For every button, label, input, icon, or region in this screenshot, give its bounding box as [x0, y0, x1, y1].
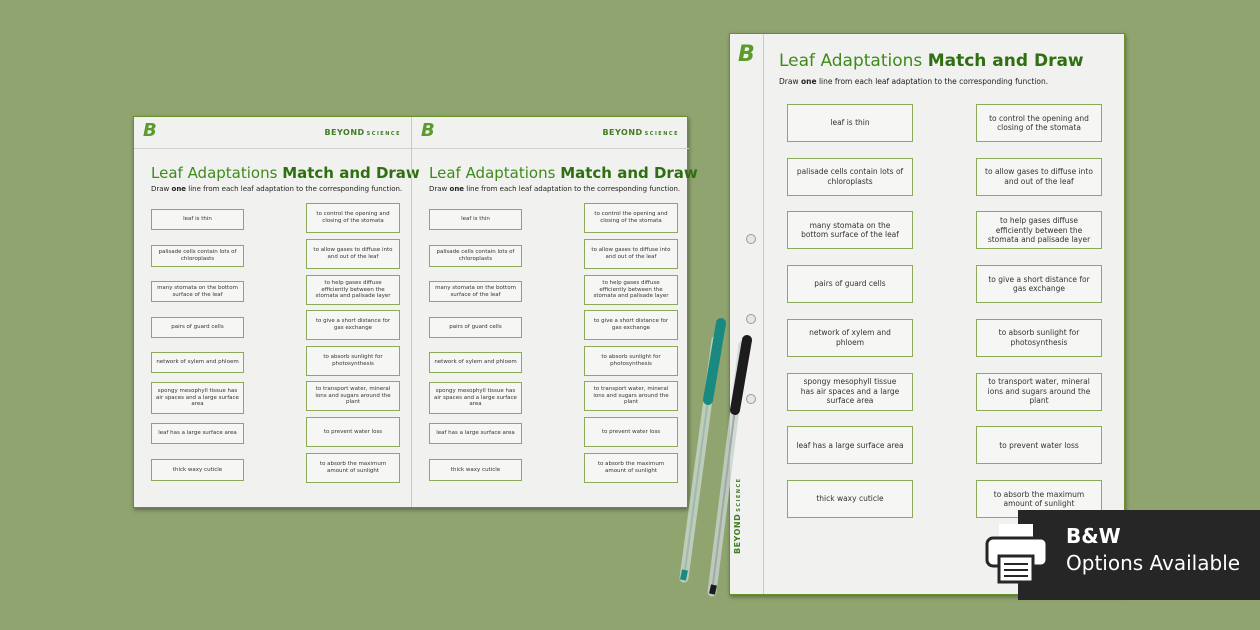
adaptation-box: leaf has a large surface area — [429, 423, 522, 444]
title-bold: Match and Draw — [560, 164, 698, 182]
function-box: to allow gases to diffuse into and out o… — [584, 239, 678, 269]
instruction-text: line from each leaf adaptation to the co… — [186, 185, 403, 193]
instruction-text: Draw — [779, 77, 801, 86]
adaptation-box: thick waxy cuticle — [429, 459, 522, 481]
logo-icon: B — [738, 42, 755, 67]
function-box: to give a short distance for gas exchang… — [584, 310, 678, 340]
adaptation-box: many stomata on the bottom surface of th… — [429, 281, 522, 302]
punch-hole — [746, 314, 756, 324]
worksheet-instruction: Draw one line from each leaf adaptation … — [151, 185, 402, 193]
bw-options-badge: B&W Options Available — [985, 510, 1260, 600]
adaptation-box: spongy mesophyll tissue has air spaces a… — [151, 382, 244, 414]
function-box: to prevent water loss — [584, 417, 678, 447]
black-pen — [707, 335, 752, 597]
function-box: to allow gases to diffuse into and out o… — [976, 157, 1102, 196]
adaptation-box: thick waxy cuticle — [151, 459, 244, 481]
function-box: to absorb the maximum amount of sunlight — [306, 453, 400, 483]
brand-sub: SCIENCE — [366, 131, 401, 137]
adaptation-box: many stomata on the bottom surface of th… — [151, 281, 244, 302]
adaptation-box: leaf is thin — [429, 209, 522, 230]
worksheet-title: Leaf Adaptations Match and Draw — [151, 164, 420, 182]
adaptation-box: network of xylem and phloem — [151, 352, 244, 373]
worksheet-instruction: Draw one line from each leaf adaptation … — [779, 77, 1048, 86]
worksheet-title: Leaf Adaptations Match and Draw — [779, 51, 1084, 71]
teal-pen — [679, 318, 726, 583]
function-box: to give a short distance for gas exchang… — [976, 265, 1102, 304]
title-light: Leaf Adaptations — [429, 164, 561, 182]
function-box: to help gases diffuse efficiently betwee… — [306, 275, 400, 305]
adaptation-box: palisade cells contain lots of chloropla… — [429, 245, 522, 267]
adaptation-box: leaf is thin — [787, 104, 913, 142]
adaptation-box: spongy mesophyll tissue has air spaces a… — [429, 382, 522, 414]
worksheet-instruction: Draw one line from each leaf adaptation … — [429, 185, 680, 193]
adaptation-box: leaf is thin — [151, 209, 244, 230]
margin-line — [763, 34, 764, 594]
adaptation-box: many stomata on the bottom surface of th… — [787, 211, 913, 250]
adaptation-box: thick waxy cuticle — [787, 479, 913, 518]
function-box: to absorb sunlight for photosynthesis — [976, 318, 1102, 357]
adaptation-box: network of xylem and phloem — [787, 318, 913, 357]
brand-sub: SCIENCE — [644, 131, 679, 137]
function-box: to prevent water loss — [306, 417, 400, 447]
brand-name: BEYOND — [324, 128, 365, 137]
instruction-bold: one — [800, 77, 817, 86]
adaptation-box: leaf has a large surface area — [787, 426, 913, 465]
punch-hole — [746, 394, 756, 404]
function-box: to transport water, mineral ions and sug… — [976, 372, 1102, 411]
badge-title: B&W — [1066, 524, 1121, 548]
function-box: to absorb the maximum amount of sunlight — [584, 453, 678, 483]
instruction-bold: one — [171, 185, 187, 193]
punch-hole — [746, 234, 756, 244]
adaptation-box: spongy mesophyll tissue has air spaces a… — [787, 372, 913, 411]
title-bold: Match and Draw — [927, 51, 1084, 71]
instruction-bold: one — [449, 185, 465, 193]
logo-icon: B — [421, 120, 435, 141]
title-light: Leaf Adaptations — [151, 164, 283, 182]
function-box: to absorb sunlight for photosynthesis — [306, 346, 400, 376]
instruction-text: line from each leaf adaptation to the co… — [464, 185, 681, 193]
page-fold — [411, 117, 412, 507]
printer-icon — [985, 524, 1049, 584]
function-box: to transport water, mineral ions and sug… — [306, 381, 400, 411]
title-bold: Match and Draw — [282, 164, 420, 182]
adaptation-box: leaf has a large surface area — [151, 423, 244, 444]
badge-subtitle: Options Available — [1066, 551, 1241, 575]
function-box: to allow gases to diffuse into and out o… — [306, 239, 400, 269]
title-light: Leaf Adaptations — [779, 51, 928, 71]
function-box: to prevent water loss — [976, 426, 1102, 465]
worksheet-title: Leaf Adaptations Match and Draw — [429, 164, 698, 182]
instruction-text: Draw — [429, 185, 450, 193]
function-box: to give a short distance for gas exchang… — [306, 310, 400, 340]
function-box: to transport water, mineral ions and sug… — [584, 381, 678, 411]
function-box: to control the opening and closing of th… — [306, 203, 400, 233]
worksheet-single: B BEYONDSCIENCE Leaf Adaptations Match a… — [729, 33, 1125, 595]
function-box: to absorb sunlight for photosynthesis — [584, 346, 678, 376]
instruction-text: line from each leaf adaptation to the co… — [816, 77, 1049, 86]
instruction-text: Draw — [151, 185, 172, 193]
adaptation-box: palisade cells contain lots of chloropla… — [151, 245, 244, 267]
adaptation-box: pairs of guard cells — [151, 317, 244, 338]
logo-icon: B — [143, 120, 157, 141]
function-box: to control the opening and closing of th… — [976, 104, 1102, 142]
brand-name: BEYOND — [602, 128, 643, 137]
adaptation-box: pairs of guard cells — [787, 265, 913, 304]
adaptation-box: network of xylem and phloem — [429, 352, 522, 373]
adaptation-box: pairs of guard cells — [429, 317, 522, 338]
function-box: to help gases diffuse efficiently betwee… — [584, 275, 678, 305]
function-box: to help gases diffuse efficiently betwee… — [976, 211, 1102, 250]
function-box: to control the opening and closing of th… — [584, 203, 678, 233]
adaptation-box: palisade cells contain lots of chloropla… — [787, 157, 913, 196]
